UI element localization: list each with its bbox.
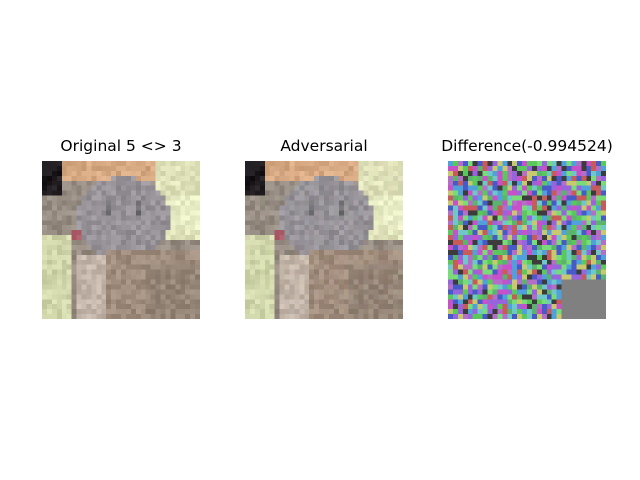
adversarial-title: Adversarial xyxy=(280,137,368,155)
original-title: Original 5 <> 3 xyxy=(60,137,182,155)
original-cat-image xyxy=(42,161,200,319)
adversarial-image-panel: Adversarial xyxy=(245,137,403,319)
difference-title: Difference(-0.994524) xyxy=(441,137,613,155)
adversarial-cat-image xyxy=(245,161,403,319)
difference-noise-image xyxy=(448,161,606,319)
difference-image-panel: Difference(-0.994524) xyxy=(441,137,613,319)
original-image-panel: Original 5 <> 3 xyxy=(42,137,200,319)
